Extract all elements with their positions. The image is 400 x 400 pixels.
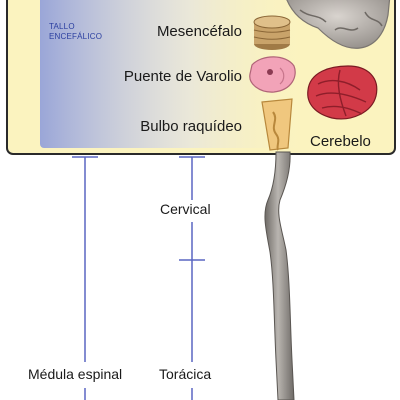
spinal-cord-shape: [264, 151, 295, 400]
thoracic-label: Torácica: [159, 366, 212, 382]
cerebrum-shape: [286, 0, 391, 49]
brainstem-label-line2: ENCEFÁLICO: [49, 32, 103, 41]
cervical-label: Cervical: [160, 201, 211, 217]
brainstem-box: [40, 0, 312, 148]
midbrain-label: Mesencéfalo: [156, 23, 242, 40]
cerebellum-shape: [307, 65, 378, 120]
brainstem-group-label: TALLO ENCEFÁLICO: [49, 22, 102, 42]
bracket-lines: [72, 156, 205, 400]
pons-shape: [249, 56, 296, 93]
cerebellum-label: Cerebelo: [310, 133, 371, 150]
midbrain-shape: [253, 15, 291, 50]
medulla-label: Bulbo raquídeo: [140, 118, 242, 135]
spinal-cord-label: Médula espinal: [28, 366, 123, 382]
pons-label: Puente de Varolio: [123, 68, 242, 85]
medulla-shape: [261, 98, 293, 151]
brainstem-label-line1: TALLO: [49, 22, 75, 31]
cerebrum-folds: [299, 9, 383, 31]
